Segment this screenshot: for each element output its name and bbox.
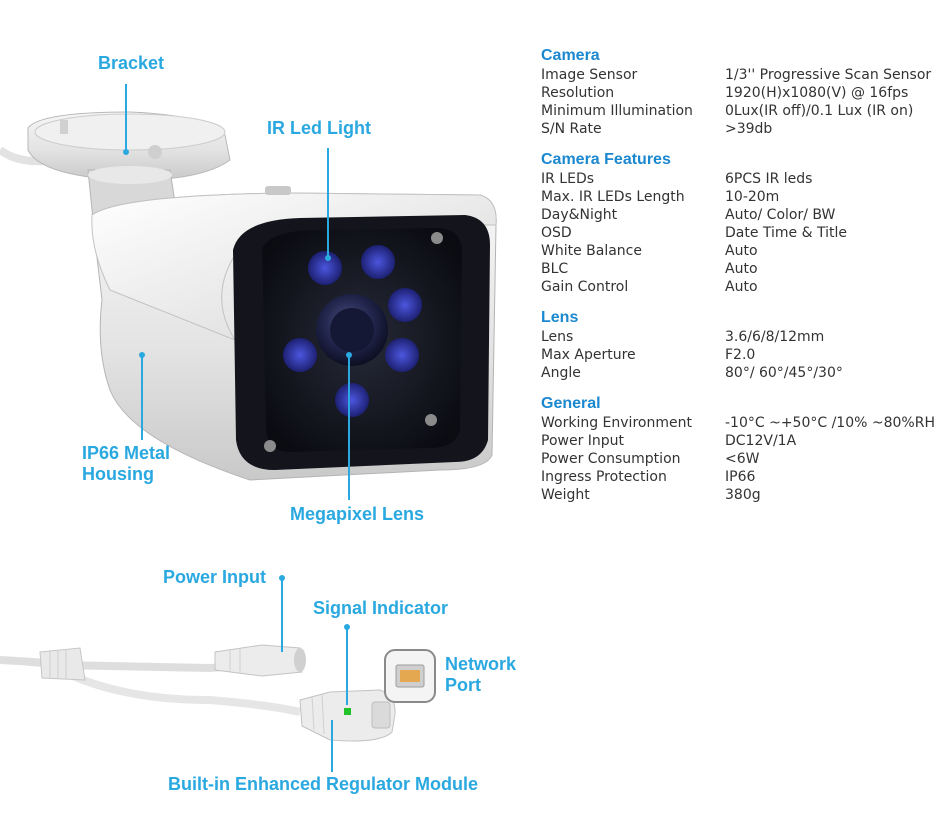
spec-row: S/N Rate>39db — [541, 121, 773, 137]
callout-megapixel-lens: Megapixel Lens — [290, 504, 425, 524]
callout-housing-line2: Housing — [82, 464, 154, 484]
spec-section-title: Camera Features — [541, 151, 671, 168]
callout-network-line1: Network — [445, 654, 517, 674]
spec-row: Power Consumption<6W — [541, 451, 760, 467]
spec-section-general: General Working Environment-10°C ~+50°C … — [541, 394, 946, 504]
callout-ir-led-light: IR Led Light — [267, 118, 371, 138]
spec-row: Working Environment-10°C ~+50°C /10% ~80… — [541, 415, 935, 431]
callout-regulator-module: Built-in Enhanced Regulator Module — [168, 774, 478, 794]
signal-led — [344, 708, 351, 715]
callout-network-line2: Port — [445, 675, 481, 695]
callout-bracket: Bracket — [98, 53, 165, 73]
power-connector — [214, 644, 303, 677]
spec-section-title: Lens — [541, 309, 579, 326]
callout-power-input: Power Input — [163, 567, 266, 587]
spec-section-title: Camera — [541, 47, 600, 64]
spec-section-title: General — [541, 395, 601, 412]
callout-signal-indicator: Signal Indicator — [313, 598, 449, 618]
callout-housing-line1: IP66 Metal — [82, 443, 171, 463]
ir-leds — [283, 245, 422, 417]
